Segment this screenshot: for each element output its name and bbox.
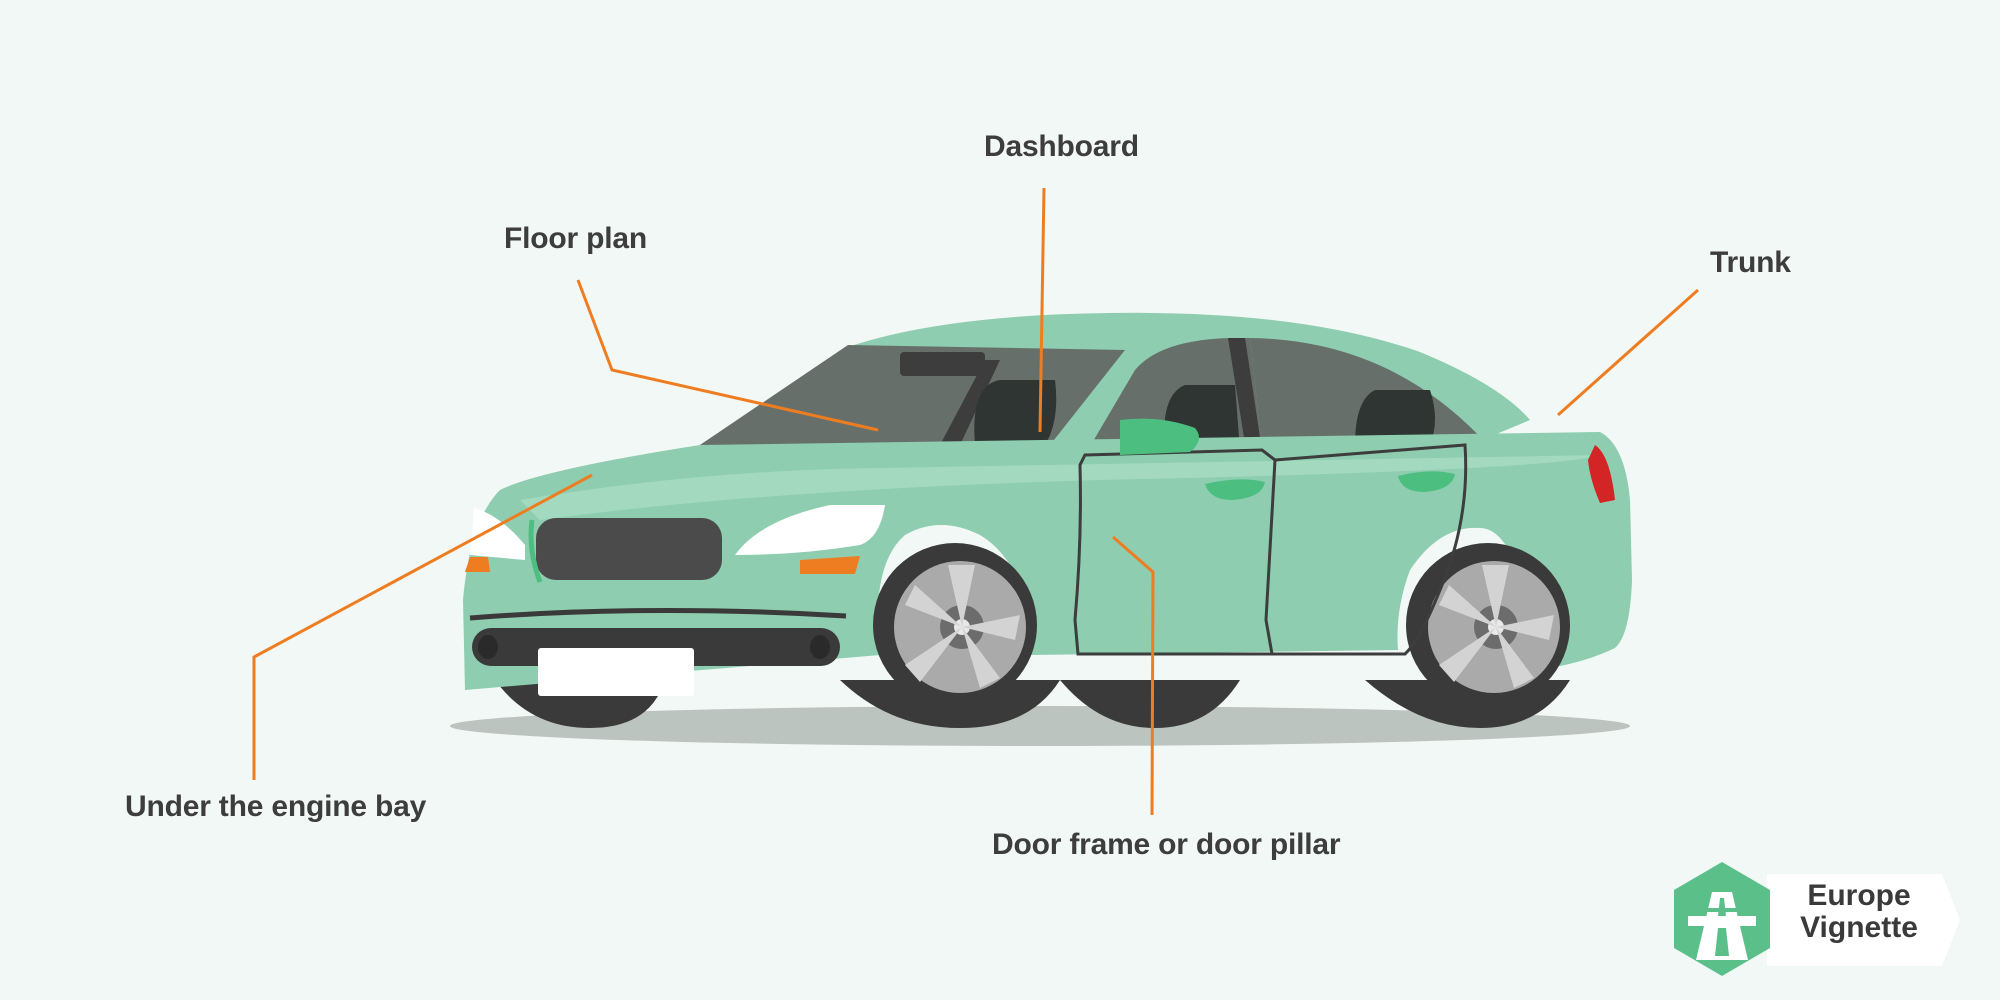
headlight-left — [470, 508, 525, 560]
label-dashboard: Dashboard — [984, 130, 1139, 163]
leader-line-door-frame — [1112, 535, 1155, 816]
logo-wordmark: Europe Vignette — [1798, 880, 1920, 944]
leader-line-floor-plan — [576, 279, 879, 432]
logo-line-1: Europe — [1807, 879, 1911, 912]
label-floor-plan: Floor plan — [504, 222, 647, 255]
label-door-frame: Door frame or door pillar — [992, 828, 1341, 861]
headlight-right — [735, 505, 885, 555]
front-grille — [536, 518, 722, 580]
label-trunk: Trunk — [1710, 246, 1791, 279]
wheel-rear — [1406, 543, 1570, 707]
label-engine-bay: Under the engine bay — [125, 790, 427, 823]
europe-vignette-logo — [1674, 862, 1960, 976]
side-mirror — [1120, 418, 1199, 455]
leader-line-trunk — [1557, 288, 1699, 417]
license-plate — [538, 648, 694, 696]
wheel-front — [873, 543, 1037, 707]
tail-light — [1588, 445, 1615, 503]
logo-line-2: Vignette — [1800, 911, 1918, 944]
leader-line-engine-bay — [252, 473, 593, 780]
front-door-outline — [1073, 448, 1277, 656]
car-shadow — [450, 706, 1630, 746]
rearview-mirror — [900, 352, 985, 376]
rear-door-outline — [1272, 443, 1468, 656]
leader-line-dashboard — [1038, 187, 1046, 433]
